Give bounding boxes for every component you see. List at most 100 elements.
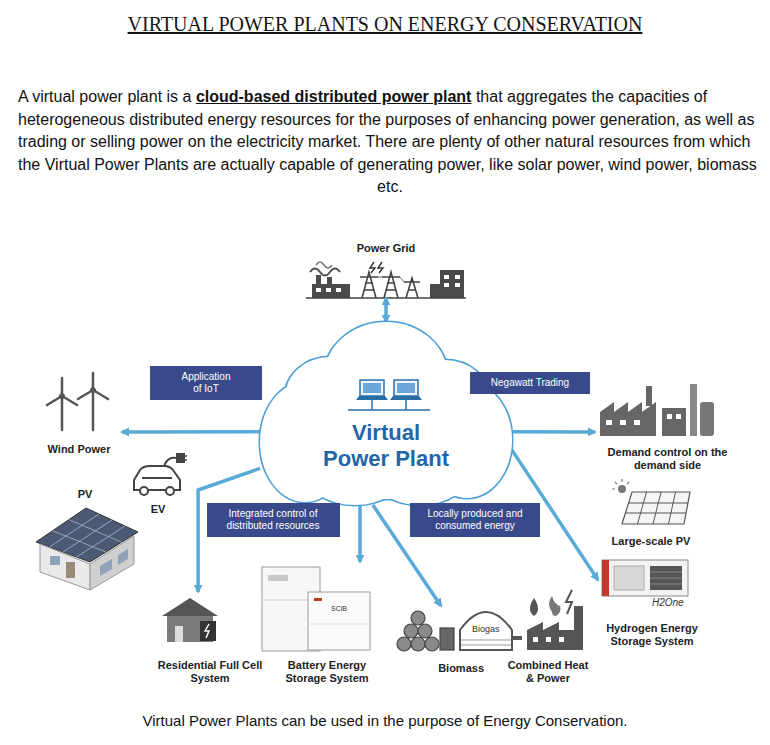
chp-icon-part bbox=[527, 606, 583, 650]
node-label: Large-scale PV bbox=[612, 535, 691, 548]
cloud-node: Virtual Power Plant bbox=[260, 322, 512, 505]
power-grid-icon-part bbox=[378, 262, 383, 273]
chp-icon bbox=[527, 590, 583, 650]
box-label: Negawatt Trading bbox=[491, 377, 569, 389]
biogas-digester-icon bbox=[460, 612, 522, 650]
biomass-icon-part bbox=[440, 628, 454, 650]
resource-node: EV bbox=[126, 452, 190, 516]
chp-icon-part bbox=[546, 637, 551, 642]
highlight-term: cloud-based distributed power plant bbox=[196, 88, 472, 105]
power-grid-icon-part bbox=[310, 269, 340, 276]
hydrogen-storage-icon-part bbox=[650, 566, 682, 590]
page-title: VIRTUAL POWER PLANTS ON ENERGY CONSERVAT… bbox=[0, 12, 770, 36]
resource-node: Residential Full Cell System bbox=[152, 592, 268, 685]
factory-icon-part bbox=[662, 408, 686, 436]
flow-arrow bbox=[122, 430, 260, 434]
biomass-icon-part bbox=[411, 637, 425, 651]
fuel-cell-house-icon-part bbox=[205, 624, 209, 638]
solar-farm-icon-part bbox=[612, 479, 629, 489]
biogas-digester-icon-part bbox=[512, 636, 522, 640]
wind-turbine-icon bbox=[47, 373, 108, 430]
factory-icon-part bbox=[667, 414, 672, 419]
figure-caption: Virtual Power Plants can be used in the … bbox=[0, 712, 770, 730]
resource-node: Large-scale PV bbox=[605, 482, 697, 548]
factory-icon-part bbox=[634, 420, 640, 425]
battery-storage-icon-part bbox=[308, 592, 370, 650]
fuel-cell-house-icon-part bbox=[200, 621, 216, 641]
resource-node: Combined Heat & Power bbox=[500, 588, 596, 685]
factory-icon-part bbox=[690, 384, 697, 436]
factory-icon bbox=[600, 384, 714, 436]
function-label-box: Locally produced and consumed energy bbox=[410, 503, 540, 537]
transmission-tower bbox=[360, 272, 420, 298]
function-label-box: Integrated control of distributed resour… bbox=[207, 503, 340, 537]
chp-icon-part bbox=[559, 637, 564, 642]
wind-turbine-icon-part bbox=[60, 394, 65, 399]
product-label: SCiB bbox=[331, 605, 347, 613]
laptop-screen bbox=[360, 380, 384, 396]
chp-icon-part bbox=[533, 637, 538, 642]
hydrogen-storage-icon-part bbox=[602, 560, 609, 596]
resource-node: Hydrogen Energy Storage System bbox=[598, 553, 706, 648]
box-label: Application of IoT bbox=[177, 371, 235, 395]
flow-arrow bbox=[384, 298, 388, 322]
function-label-box: Negawatt Trading bbox=[470, 372, 590, 394]
laptop-base bbox=[390, 396, 422, 400]
pv-house-icon-part bbox=[90, 536, 134, 590]
factory-icon-part bbox=[620, 420, 626, 425]
pv-house-icon-part bbox=[40, 544, 90, 590]
hydrogen-storage-icon bbox=[602, 560, 688, 596]
fuel-cell-house-icon-part bbox=[175, 626, 183, 642]
resource-node: Battery Energy Storage System bbox=[262, 562, 392, 685]
cloud-label: Virtual Power Plant bbox=[319, 420, 453, 472]
biogas-digester-icon-part bbox=[461, 640, 511, 645]
factory-icon-part bbox=[606, 420, 612, 425]
resource-node: PV bbox=[28, 488, 142, 592]
power-grid-icon-part bbox=[326, 288, 331, 292]
ev-icon-part bbox=[177, 454, 184, 462]
ev-icon-part bbox=[184, 456, 187, 460]
biomass-icon-part bbox=[411, 611, 425, 625]
biogas-digester-icon-part bbox=[460, 612, 512, 650]
biomass-icon-part bbox=[397, 637, 411, 651]
node-label: Biomass bbox=[438, 662, 484, 675]
flow-arrow bbox=[512, 430, 595, 434]
function-label-box: Application of IoT bbox=[150, 366, 262, 400]
node-label: Battery Energy Storage System bbox=[272, 659, 382, 685]
solar-farm-icon bbox=[612, 479, 690, 524]
resource-node: Demand control on the demand side bbox=[595, 380, 740, 472]
laptop-display bbox=[397, 383, 415, 393]
laptop-screen bbox=[394, 380, 418, 396]
power-grid-icon-part bbox=[316, 262, 332, 268]
power-grid-icon-part bbox=[444, 275, 449, 279]
ev-icon bbox=[134, 454, 187, 495]
hydrogen-storage-icon-part bbox=[650, 572, 682, 584]
battery-storage-icon-part bbox=[314, 598, 322, 601]
hydrogen-storage-icon-part bbox=[614, 566, 644, 590]
solar-farm-icon-part bbox=[618, 485, 626, 493]
laptop-base bbox=[356, 396, 388, 400]
laptop-display bbox=[363, 383, 381, 393]
factory-icon-part bbox=[646, 386, 652, 406]
node-label: EV bbox=[151, 503, 166, 516]
chp-icon-part bbox=[566, 590, 572, 614]
pv-house-icon-part bbox=[50, 556, 60, 565]
power-grid-icon-part bbox=[370, 262, 375, 273]
power-grid-icon-part bbox=[440, 270, 464, 298]
ev-icon-part bbox=[142, 477, 172, 479]
network-line bbox=[348, 400, 430, 410]
solar-farm-icon-part bbox=[625, 492, 688, 524]
product-label: H2One bbox=[652, 597, 684, 609]
battery-storage-icon-part bbox=[308, 624, 370, 625]
biomass-icon-part bbox=[404, 624, 418, 638]
pv-house-icon-part bbox=[100, 559, 112, 576]
factory-icon-part bbox=[600, 402, 656, 436]
box-label: Locally produced and consumed energy bbox=[419, 508, 531, 532]
power-grid-icon-part bbox=[312, 284, 350, 298]
battery-storage-icon bbox=[262, 567, 370, 651]
ev-icon-part bbox=[134, 466, 180, 490]
pv-house-icon bbox=[36, 508, 138, 590]
resource-node: Wind Power bbox=[36, 376, 122, 456]
biomass-icon bbox=[397, 611, 454, 651]
